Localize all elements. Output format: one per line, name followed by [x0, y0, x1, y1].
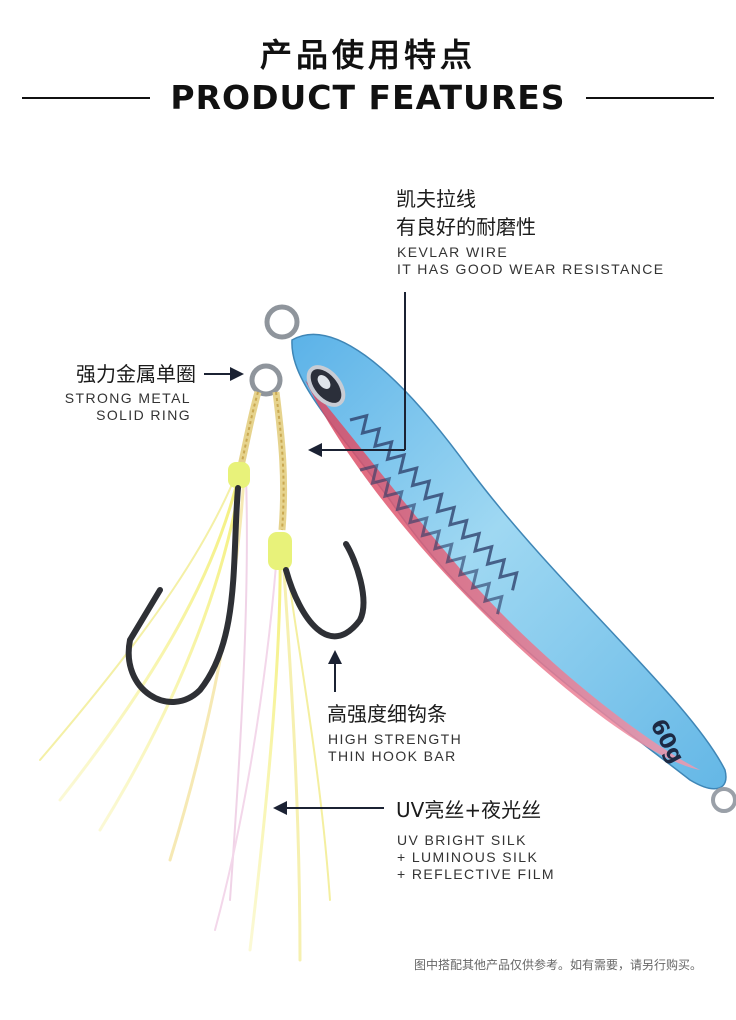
disclaimer-footnote: 图中搭配其他产品仅供参考。如有需要，请另行购买。 [413, 958, 702, 972]
thin-hook-bar [125, 485, 367, 705]
hook-callout-en-line1: HIGH STRENGTH [328, 731, 463, 747]
page-title-english: PRODUCT FEATURES [170, 78, 566, 117]
title-divider-left [22, 97, 150, 99]
silk-callout-en-line2: + LUMINOUS SILK [397, 849, 539, 865]
hook-callout-cn: 高强度细钩条 [327, 702, 447, 726]
kevlar-callout-cn-line2: 有良好的耐磨性 [396, 215, 536, 239]
hook-callout-en-line2: THIN HOOK BAR [328, 748, 457, 764]
silk-callout-en-line3: + REFLECTIVE FILM [397, 866, 555, 882]
callout-arrows [204, 292, 406, 815]
ring-callout-en-line2: SOLID RING [96, 407, 191, 423]
solid-ring [249, 304, 300, 397]
silk-callout-cn: UV亮丝+夜光丝 [396, 798, 542, 822]
ring-callout-en-line1: STRONG METAL [64, 390, 191, 406]
lure-body [291, 333, 736, 813]
kevlar-callout-en-line1: KEVLAR WIRE [397, 244, 509, 260]
kevlar-callout-en-line2: IT HAS GOOD WEAR RESISTANCE [397, 261, 665, 277]
title-divider-right [586, 97, 714, 99]
uv-luminous-silk-skirt [39, 462, 331, 962]
ring-callout-cn: 强力金属单圈 [76, 362, 196, 386]
page-title-chinese: 产品使用特点 [259, 36, 476, 74]
silk-callout-en-line1: UV BRIGHT SILK [397, 832, 527, 848]
kevlar-callout-cn-line1: 凯夫拉线 [396, 187, 476, 211]
